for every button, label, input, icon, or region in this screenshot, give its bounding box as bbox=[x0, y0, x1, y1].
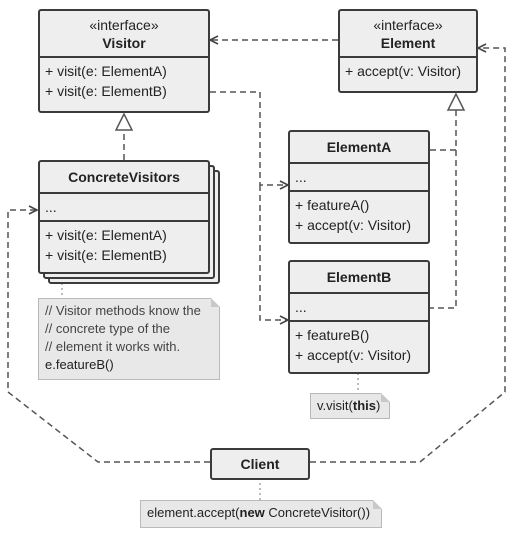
client-note: element.accept(new ConcreteVisitor()) bbox=[140, 500, 382, 528]
visitor-stereotype: «interface» bbox=[89, 17, 159, 33]
concrete-visitors-box: ConcreteVisitors ... + visit(e: ElementA… bbox=[38, 160, 210, 274]
element-method: + accept(v: Visitor) bbox=[345, 63, 462, 79]
client-box: Client bbox=[210, 448, 310, 480]
client-title: Client bbox=[240, 456, 280, 472]
element-title: Element bbox=[380, 35, 436, 51]
concrete-visitors-methods: + visit(e: ElementA) + visit(e: ElementB… bbox=[40, 220, 208, 268]
note-comment-line: // Visitor methods know the bbox=[45, 303, 201, 318]
note-comment-line: // element it works with. bbox=[45, 339, 181, 354]
element-realization-line bbox=[430, 110, 457, 309]
visitor-methods-note: // Visitor methods know the // concrete … bbox=[38, 298, 220, 380]
element-b-fields: ... bbox=[290, 292, 428, 320]
element-b-box: ElementB ... + featureB() + accept(v: Vi… bbox=[288, 260, 430, 374]
visitor-interface-box: «interface» Visitor + visit(e: ElementA)… bbox=[38, 9, 210, 113]
element-b-method: + featureB() bbox=[295, 327, 370, 343]
element-a-method: + accept(v: Visitor) bbox=[295, 217, 412, 233]
concrete-visitors-method: + visit(e: ElementA) bbox=[45, 227, 167, 243]
client-to-visitors-arrow bbox=[7, 210, 210, 463]
concrete-visitors-title: ConcreteVisitors bbox=[68, 169, 180, 185]
note-code-suffix: ConcreteVisitor()) bbox=[264, 505, 371, 520]
note-code-suffix: ) bbox=[376, 398, 381, 413]
element-methods: + accept(v: Visitor) bbox=[340, 56, 476, 84]
element-b-methods: + featureB() + accept(v: Visitor) bbox=[290, 320, 428, 368]
element-a-methods: + featureA() + accept(v: Visitor) bbox=[290, 190, 428, 238]
element-b-title: ElementB bbox=[326, 269, 392, 285]
concrete-visitors-method: + visit(e: ElementB) bbox=[45, 247, 167, 263]
note-code-line: e.featureB() bbox=[45, 357, 114, 372]
note-fold-icon bbox=[381, 393, 390, 402]
note-fold-icon bbox=[373, 500, 382, 509]
visitor-method: + visit(e: ElementB) bbox=[45, 83, 167, 99]
element-a-box: ElementA ... + featureA() + accept(v: Vi… bbox=[288, 130, 430, 244]
element-interface-box: «interface» Element + accept(v: Visitor) bbox=[338, 9, 478, 93]
visitor-method: + visit(e: ElementA) bbox=[45, 63, 167, 79]
element-b-method: + accept(v: Visitor) bbox=[295, 347, 412, 363]
element-a-fields: ... bbox=[290, 162, 428, 190]
client-to-element-arrow bbox=[310, 48, 506, 463]
note-code-keyword: this bbox=[352, 398, 376, 413]
visitor-to-element-b-arrow bbox=[259, 185, 288, 320]
visitor-methods: + visit(e: ElementA) + visit(e: ElementB… bbox=[40, 56, 208, 104]
note-fold-icon bbox=[211, 298, 220, 307]
visitor-title: Visitor bbox=[102, 35, 146, 51]
visitor-realization-triangle bbox=[114, 112, 134, 131]
note-code-prefix: v.visit( bbox=[317, 398, 353, 413]
element-realization-triangle bbox=[446, 92, 466, 111]
element-stereotype: «interface» bbox=[373, 17, 443, 33]
element-a-method: + featureA() bbox=[295, 197, 370, 213]
concrete-visitors-fields: ... bbox=[40, 192, 208, 220]
note-code-keyword: new bbox=[239, 505, 265, 520]
note-code-prefix: element.accept( bbox=[147, 505, 240, 520]
element-a-title: ElementA bbox=[326, 139, 392, 155]
note-comment-line: // concrete type of the bbox=[45, 321, 171, 336]
element-b-note: v.visit(this) bbox=[310, 393, 390, 419]
visitor-to-element-a-arrow bbox=[210, 91, 288, 185]
